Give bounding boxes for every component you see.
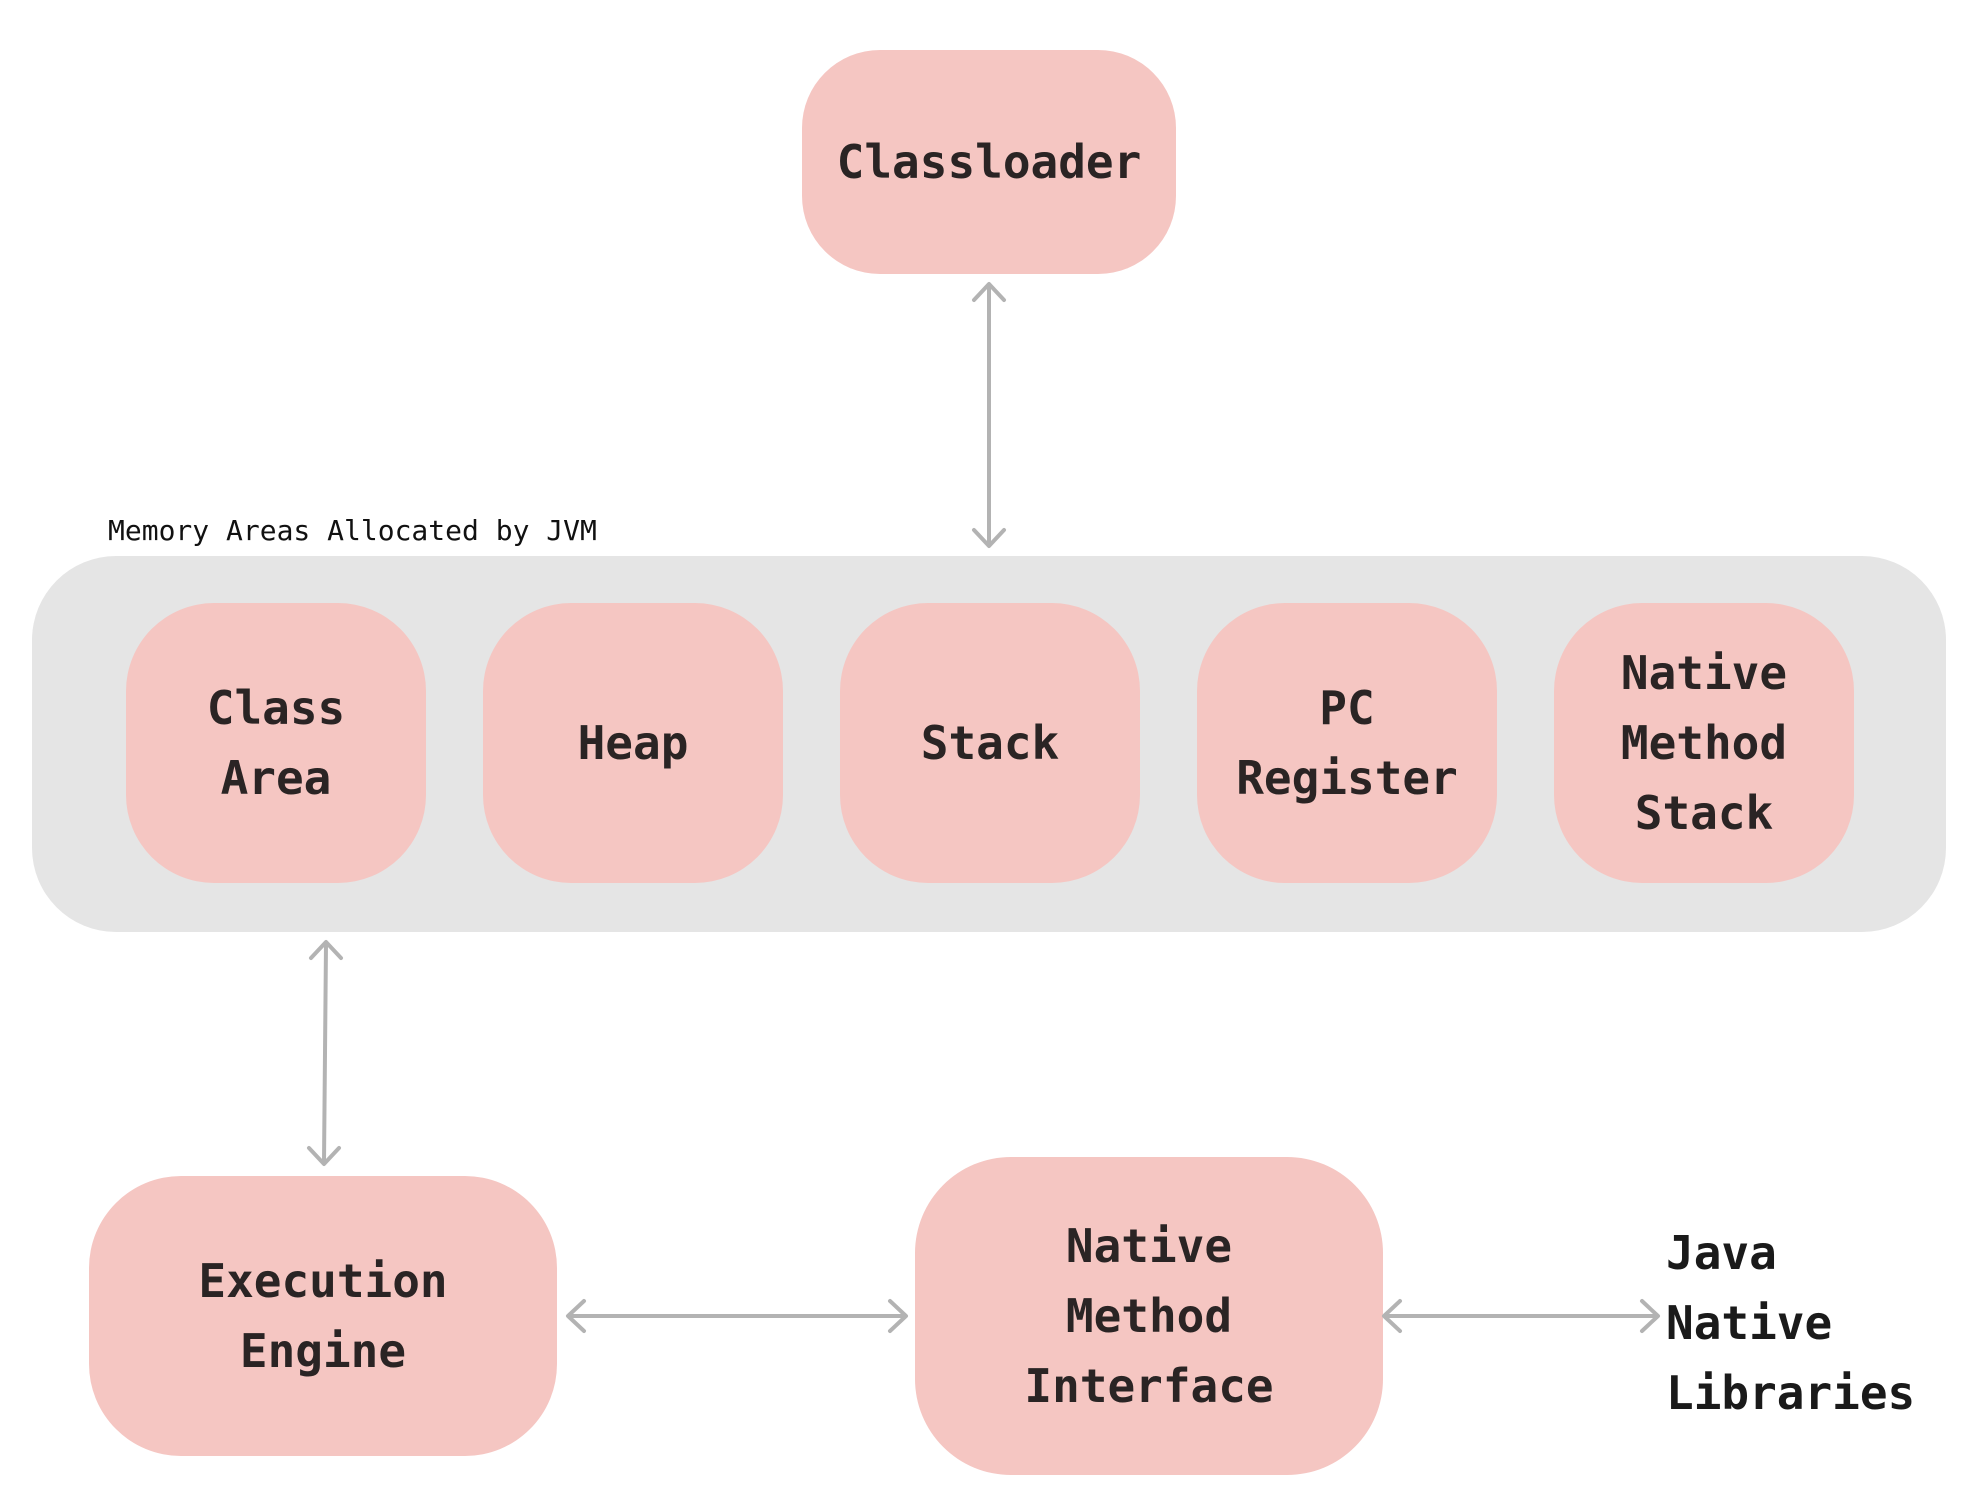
stack-node: Stack: [840, 603, 1140, 883]
execution-interface-arrow: [566, 1299, 908, 1333]
execution-engine-node: Execution Engine: [89, 1176, 557, 1456]
native-method-interface-label: Native Method Interface: [1024, 1219, 1274, 1413]
memory-execution-arrow: [307, 940, 343, 1166]
heap-node: Heap: [483, 603, 783, 883]
execution-engine-label: Execution Engine: [198, 1254, 448, 1378]
native-method-stack-node: Native Method Stack: [1554, 603, 1854, 883]
classloader-node: Classloader: [802, 50, 1176, 274]
native-method-stack-label: Native Method Stack: [1620, 646, 1788, 840]
class-area-node: Class Area: [126, 603, 426, 883]
class-area-label: Class Area: [206, 681, 346, 805]
heap-label: Heap: [577, 716, 689, 770]
interface-libraries-arrow: [1382, 1299, 1660, 1333]
stack-label: Stack: [920, 716, 1060, 770]
java-native-libraries-label: Java Native Libraries: [1666, 1226, 1916, 1420]
classloader-label: Classloader: [836, 135, 1142, 189]
native-method-interface-node: Native Method Interface: [915, 1157, 1383, 1475]
classloader-stack-arrow: [972, 282, 1006, 548]
pc-register-node: PC Register: [1197, 603, 1497, 883]
memory-areas-caption: Memory Areas Allocated by JVM: [108, 514, 597, 547]
pc-register-label: PC Register: [1236, 681, 1458, 805]
